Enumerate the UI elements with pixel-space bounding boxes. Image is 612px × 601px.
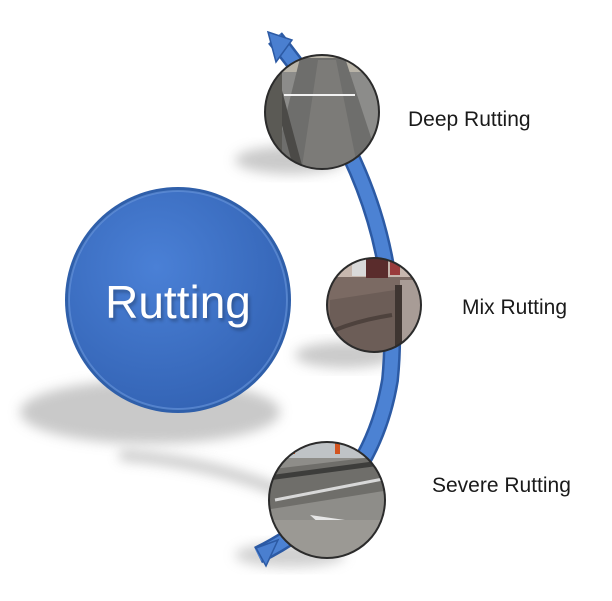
center-label: Rutting [105,276,251,328]
main-circle [65,187,291,413]
item-label-deep-rutting: Deep Rutting [408,108,531,131]
item-label-mix-rutting: Mix Rutting [462,296,568,319]
photo-ring-1 [264,54,380,170]
photo-ring-2 [326,257,422,353]
road-photo-mix-rutting [327,258,421,352]
photo-ring-3 [268,441,386,559]
item-label-severe-rutting: Severe Rutting [432,474,571,497]
